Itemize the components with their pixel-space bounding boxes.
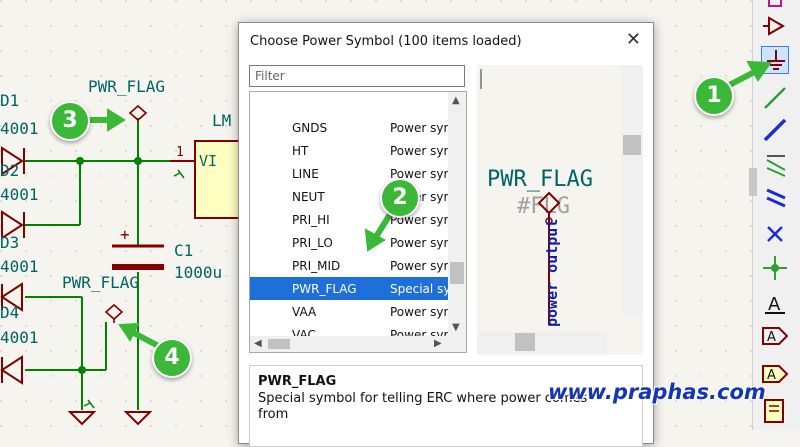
scroll-right-icon[interactable]: ▶	[434, 338, 442, 349]
list-item-description: Power syr	[390, 121, 449, 135]
callout-2: 2	[380, 178, 420, 218]
preview-pin-type: power output	[543, 219, 561, 327]
text-icon[interactable]: A	[761, 288, 789, 316]
list-item-description: Special sy	[390, 282, 451, 296]
toolbar-scrollbar[interactable]	[749, 168, 757, 196]
list-item[interactable]: PRI_LO Power syr	[250, 231, 448, 254]
cap-value: 1000u	[174, 263, 222, 282]
preview-name: PWR_FLAG	[487, 167, 593, 192]
d4-value: 4001	[0, 328, 39, 347]
preview-horizontal-scrollbar[interactable]	[477, 331, 607, 353]
callout-3: 3	[50, 101, 90, 141]
wire-icon[interactable]	[761, 84, 789, 112]
list-item-name: HT	[292, 144, 309, 158]
list-item[interactable]: PRI_MID Power syr	[250, 254, 448, 277]
label-icon[interactable]: A	[761, 322, 789, 350]
info-description: Special symbol for telling ERC where pow…	[258, 391, 588, 422]
pwr-flag-symbols	[104, 104, 148, 323]
list-item-description: Power syr	[390, 305, 449, 319]
close-icon[interactable]: ✕	[625, 29, 641, 50]
add-symbol-button-icon[interactable]	[761, 12, 789, 40]
junctions	[76, 157, 142, 374]
list-item-description: Power syr	[390, 144, 449, 158]
list-horizontal-scrollbar[interactable]: ◀ ▶	[250, 336, 466, 352]
scroll-up-icon[interactable]: ▲	[452, 95, 460, 106]
bus-entry-icon[interactable]	[761, 150, 789, 178]
list-item[interactable]: PWR_FLAG Special sy	[250, 277, 451, 300]
filter-input[interactable]	[249, 65, 465, 87]
diodes	[0, 146, 25, 385]
list-item-name: LINE	[292, 167, 319, 181]
list-item-description: Power syr	[390, 167, 449, 181]
scroll-down-icon[interactable]: ▼	[452, 322, 460, 333]
ground-symbols	[67, 411, 153, 426]
pwr-flag-label-bottom: PWR_FLAG	[62, 273, 139, 292]
list-item-name: GNDS	[292, 121, 328, 135]
hierarchical-sheet-icon[interactable]	[761, 396, 789, 424]
ic-ref: LM	[212, 111, 231, 130]
choose-power-symbol-dialog: Choose Power Symbol (100 items loaded) ✕…	[238, 22, 654, 447]
dialog-title: Choose Power Symbol (100 items loaded)	[250, 34, 522, 49]
list-item-name: PRI_MID	[292, 259, 341, 273]
list-item-name: PRI_LO	[292, 236, 333, 250]
bus-icon[interactable]	[761, 116, 789, 144]
no-connect-icon[interactable]	[761, 220, 789, 248]
list-hscroll-thumb[interactable]	[268, 339, 290, 349]
wires	[25, 118, 195, 410]
list-scroll-thumb[interactable]	[450, 262, 464, 284]
info-symbol-name: PWR_FLAG	[258, 374, 337, 389]
list-item[interactable]: VAA Power syr	[250, 300, 448, 323]
svg-text:A: A	[767, 368, 776, 383]
list-item[interactable]: LINE Power syr	[250, 162, 448, 185]
symbol-preview: PWR_FLAG #FLG power output	[477, 65, 643, 355]
list-item-description: Power syr	[390, 236, 449, 250]
list-item-name: VAA	[292, 305, 317, 319]
d2-ref: D2	[0, 161, 19, 180]
d4-ref: D4	[0, 303, 19, 322]
ic-pin-num: 1	[176, 145, 184, 160]
ic-pin-name: VI	[199, 152, 217, 170]
d1-value: 4001	[0, 119, 39, 138]
cap-ref: C1	[174, 241, 193, 260]
global-label-icon[interactable]: A	[761, 358, 789, 386]
d3-value: 4001	[0, 257, 39, 276]
capacitor	[112, 244, 164, 270]
list-item[interactable]: HT Power syr	[250, 139, 448, 162]
list-item[interactable]: GNDS Power syr	[250, 116, 448, 139]
preview-vertical-scrollbar[interactable]	[621, 65, 643, 315]
junction-icon[interactable]	[761, 254, 789, 282]
wire-entry-icon[interactable]	[761, 184, 789, 212]
list-item-name: NEUT	[292, 190, 325, 204]
list-item-name: PWR_FLAG	[292, 282, 357, 296]
callout-1: 1	[694, 76, 734, 116]
list-item-description: Power syr	[390, 259, 449, 273]
d2-value: 4001	[0, 185, 39, 204]
d3-ref: D3	[0, 233, 19, 252]
cap-plus: +	[120, 225, 130, 244]
scroll-left-icon[interactable]: ◀	[254, 338, 262, 349]
pwr-flag-label-top: PWR_FLAG	[88, 77, 165, 96]
list-vertical-scrollbar[interactable]: ▲ ▼	[448, 92, 466, 336]
callout-4: 4	[152, 338, 192, 378]
preview-canvas: PWR_FLAG #FLG power output	[480, 69, 593, 327]
add-symbol-icon[interactable]	[761, 0, 789, 16]
list-item-name: PRI_HI	[292, 213, 330, 227]
svg-text:A: A	[768, 294, 781, 315]
d1-ref: D1	[0, 91, 19, 110]
watermark: www.praphas.com	[548, 380, 766, 404]
svg-text:A: A	[767, 330, 776, 345]
